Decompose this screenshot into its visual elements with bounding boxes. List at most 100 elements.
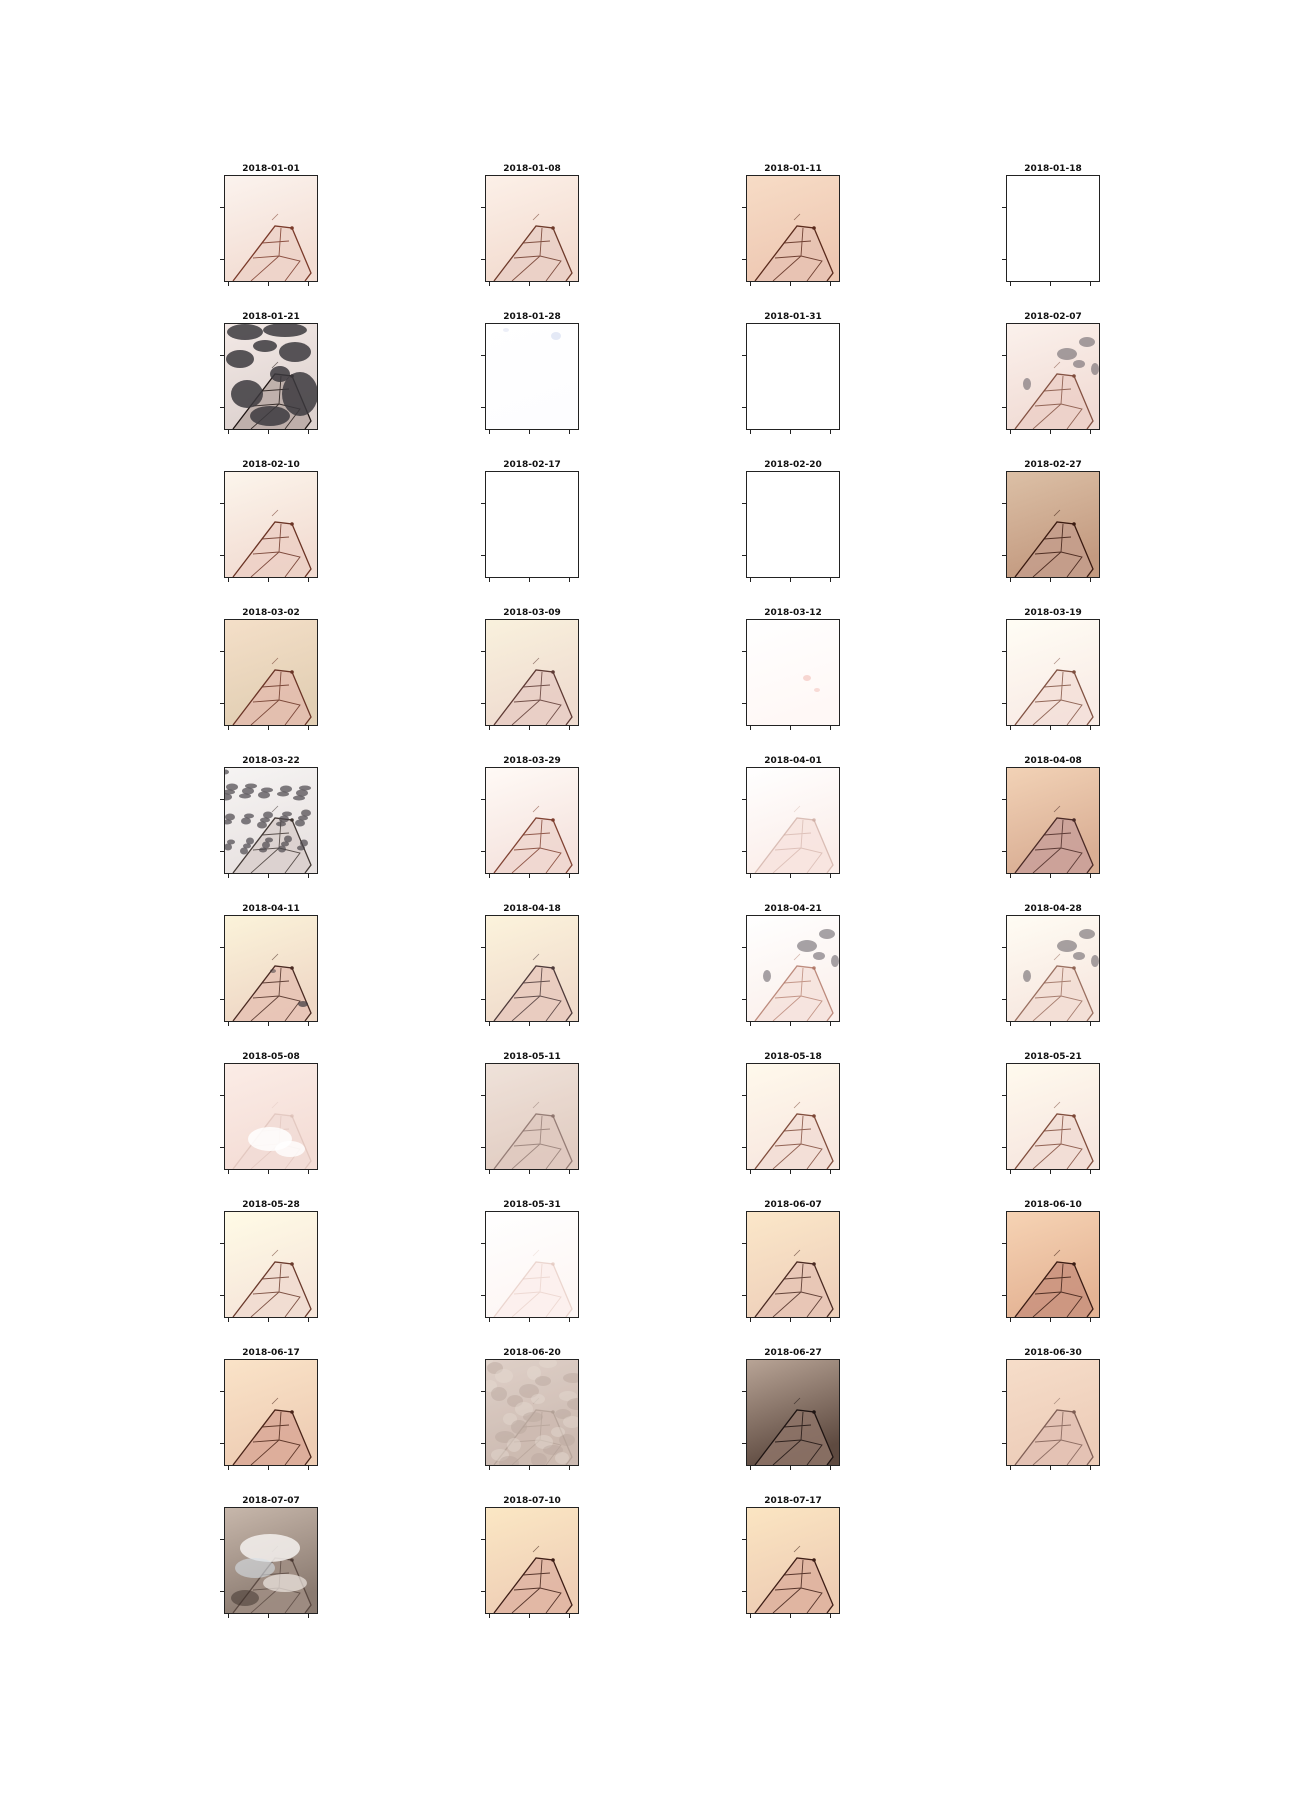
field-divisions — [1032, 1263, 1083, 1317]
panel-date-title: 2018-03-09 — [503, 608, 561, 618]
cloud — [499, 1456, 519, 1465]
ground — [747, 324, 839, 429]
y-tick — [481, 1095, 485, 1096]
cloud — [814, 688, 820, 692]
x-tick — [308, 726, 309, 730]
satellite-image — [224, 1211, 318, 1318]
x-tick — [268, 1022, 269, 1026]
y-tick — [481, 651, 485, 652]
y-tick — [220, 1591, 224, 1592]
satellite-image — [224, 323, 318, 430]
track — [532, 805, 540, 813]
y-tick — [742, 259, 746, 260]
satellite-image-render — [225, 176, 317, 281]
cloud — [231, 380, 263, 408]
panel-date-title: 2018-03-02 — [242, 608, 300, 618]
x-tick — [489, 726, 490, 730]
field-divisions — [250, 227, 301, 281]
panel-date-title: 2018-06-07 — [764, 1200, 822, 1210]
y-tick — [481, 259, 485, 260]
satellite-image — [746, 619, 840, 726]
cloud — [260, 817, 270, 823]
y-tick — [481, 1539, 485, 1540]
x-tick — [750, 726, 751, 730]
panel-date-title: 2018-01-31 — [764, 312, 822, 322]
track — [532, 1249, 540, 1257]
satellite-image-render — [486, 916, 578, 1021]
track — [271, 213, 279, 221]
x-tick — [308, 430, 309, 434]
cloud — [245, 783, 257, 789]
field-divisions — [772, 1115, 823, 1169]
cloud — [523, 1412, 543, 1422]
cloud — [293, 795, 305, 801]
x-tick — [1050, 1022, 1051, 1026]
y-tick — [742, 1591, 746, 1592]
x-tick — [489, 874, 490, 878]
satellite-image — [485, 1507, 579, 1614]
cloud — [1023, 378, 1031, 390]
field-marker — [812, 1410, 816, 1414]
field-parcel — [494, 226, 572, 281]
y-tick — [481, 1147, 485, 1148]
satellite-image — [1006, 323, 1100, 430]
x-tick — [1050, 1170, 1051, 1174]
field-marker — [551, 670, 555, 674]
image-panel: 2018-01-08 — [481, 163, 579, 286]
field-marker — [1072, 670, 1076, 674]
y-tick — [220, 651, 224, 652]
image-panel: 2018-01-21 — [220, 311, 318, 434]
x-tick — [228, 578, 229, 582]
cloud — [519, 1384, 539, 1398]
image-panel: 2018-02-17 — [481, 459, 579, 582]
cloud — [1073, 952, 1085, 960]
satellite-image-render — [1007, 768, 1099, 873]
x-tick — [569, 1614, 570, 1618]
x-tick — [1090, 578, 1091, 582]
satellite-image-render — [1007, 1212, 1099, 1317]
panel-date-title: 2018-06-30 — [1024, 1348, 1082, 1358]
x-tick — [1010, 282, 1011, 286]
satellite-image — [746, 471, 840, 578]
x-tick — [790, 1022, 791, 1026]
cloud — [567, 1398, 578, 1410]
x-tick — [489, 282, 490, 286]
field-marker — [1072, 1410, 1076, 1414]
satellite-image-render — [747, 620, 839, 725]
cloud — [803, 675, 811, 681]
x-tick — [569, 726, 570, 730]
field-marker — [812, 226, 816, 230]
satellite-image-render — [747, 1064, 839, 1169]
field-parcel — [1015, 818, 1093, 873]
image-panel: 2018-05-18 — [742, 1051, 840, 1174]
satellite-image — [224, 915, 318, 1022]
x-tick — [308, 1170, 309, 1174]
cloud — [1073, 360, 1085, 368]
field-divisions — [1032, 671, 1083, 725]
panel-date-title: 2018-01-28 — [503, 312, 561, 322]
ground — [486, 472, 578, 577]
x-tick — [268, 282, 269, 286]
y-tick — [1002, 1243, 1006, 1244]
y-tick — [481, 555, 485, 556]
image-panel: 2018-03-29 — [481, 755, 579, 878]
y-tick — [481, 355, 485, 356]
y-tick — [481, 1443, 485, 1444]
x-tick — [1090, 726, 1091, 730]
panel-date-title: 2018-02-17 — [503, 460, 561, 470]
panel-date-title: 2018-01-21 — [242, 312, 300, 322]
field-divisions — [772, 227, 823, 281]
field-marker — [812, 1114, 816, 1118]
x-tick — [308, 1022, 309, 1026]
cloud — [559, 1391, 577, 1401]
y-tick — [742, 207, 746, 208]
satellite-image-render — [486, 1360, 578, 1465]
x-tick — [790, 1318, 791, 1322]
satellite-image-render — [225, 324, 317, 429]
cloud — [301, 809, 311, 817]
y-tick — [1002, 503, 1006, 504]
track — [1053, 1249, 1061, 1257]
cloud — [295, 819, 305, 827]
track — [793, 805, 801, 813]
satellite-image — [224, 1063, 318, 1170]
